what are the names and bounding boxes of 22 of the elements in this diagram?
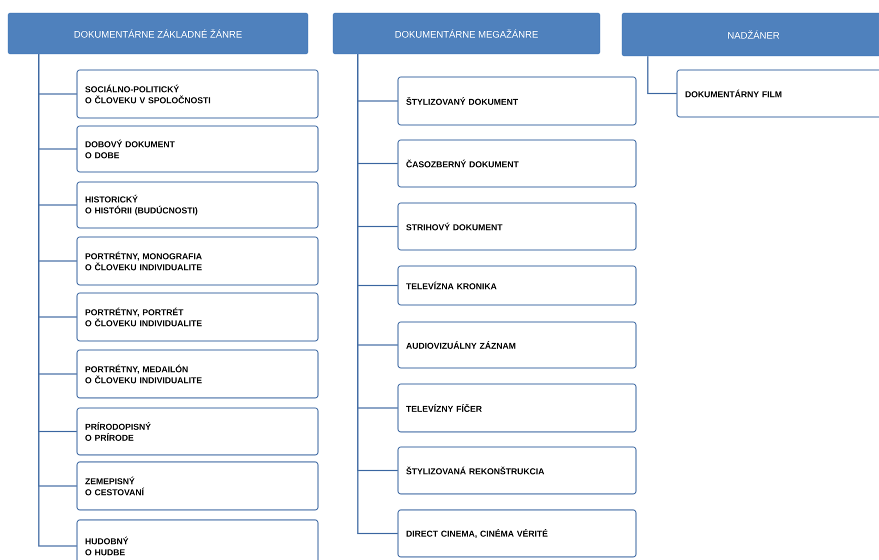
category-box: AUDIOVIZUÁLNY ZÁZNAM bbox=[397, 321, 637, 369]
header-box: NADŽÁNER bbox=[622, 12, 879, 56]
category-box: DOKUMENTÁRNY FILM bbox=[676, 69, 879, 118]
category-box: ŠTYLIZOVANÝ DOKUMENT bbox=[397, 76, 637, 126]
category-box: TELEVÍZNY FÍČER bbox=[397, 383, 637, 433]
category-box: HUDOBNÝ O HUDBE bbox=[76, 519, 319, 560]
category-box: ČASOZBERNÝ DOKUMENT bbox=[397, 139, 637, 188]
category-box: PORTRÉTNY, MONOGRAFIA O ČLOVEKU INDIVIDUALITE bbox=[76, 236, 319, 286]
category-box: PORTRÉTNY, MEDAILÓN O ČLOVEKU INDIVIDUALITE bbox=[76, 349, 319, 399]
category-box: HISTORICKÝ O HISTÓRII (BUDÚCNOSTI) bbox=[76, 181, 319, 229]
category-box: DOBOVÝ DOKUMENT O DOBE bbox=[76, 125, 319, 173]
header-box: DOKUMENTÁRNE ZÁKLADNÉ ŽÁNRE bbox=[8, 12, 308, 54]
category-box: PRÍRODOPISNÝ O PRÍRODE bbox=[76, 407, 319, 456]
category-box: SOCIÁLNO-POLITICKÝ O ČLOVEKU V SPOLOČNOSTI bbox=[76, 69, 319, 119]
category-box: DIRECT CINEMA, CINÉMA VÉRITÉ bbox=[397, 509, 637, 558]
category-box: ZEMEPISNÝ O CESTOVANÍ bbox=[76, 461, 319, 511]
category-box: STRIHOVÝ DOKUMENT bbox=[397, 202, 637, 251]
category-box: PORTRÉTNY, PORTRÉT O ČLOVEKU INDIVIDUALITE bbox=[76, 292, 319, 342]
category-box: ŠTYLIZOVANÁ REKONŠTRUKCIA bbox=[397, 446, 637, 495]
category-box: TELEVÍZNA KRONIKA bbox=[397, 265, 637, 306]
header-box: DOKUMENTÁRNE MEGAŽÁNRE bbox=[332, 12, 600, 54]
connector-line bbox=[647, 56, 676, 94]
